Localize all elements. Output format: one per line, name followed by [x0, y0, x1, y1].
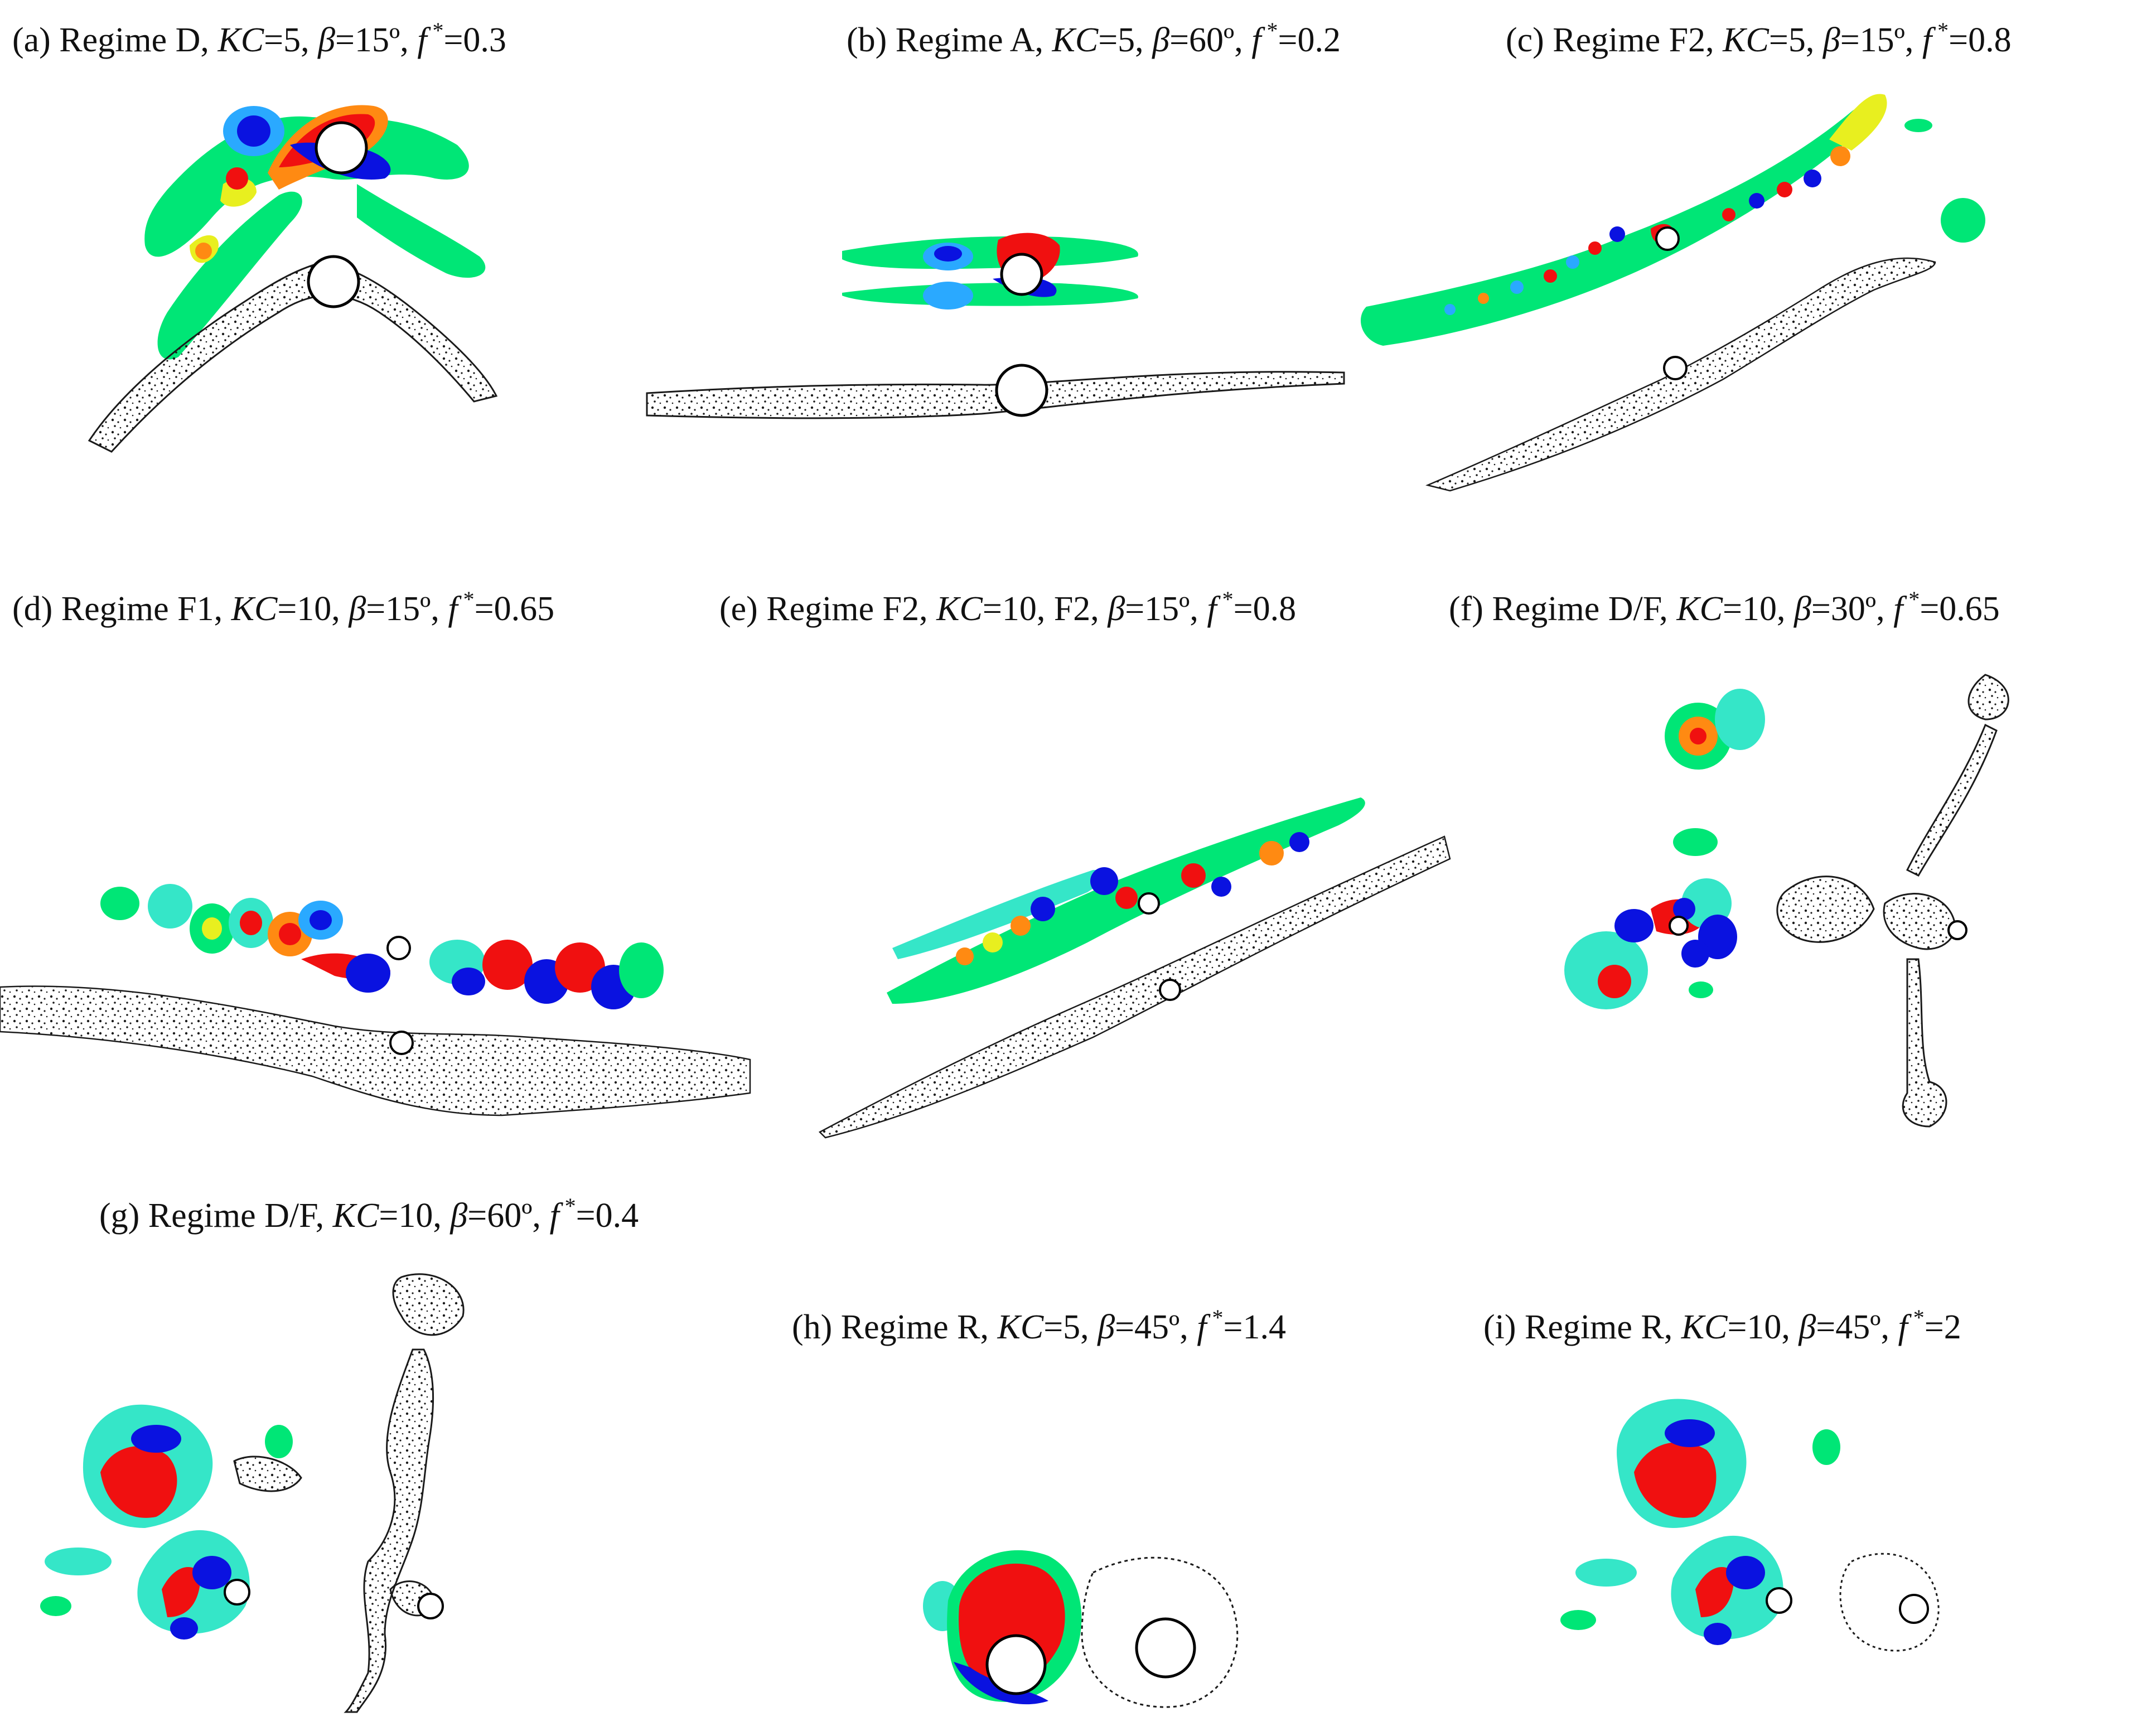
vorticity-contour-i — [1560, 1399, 1840, 1645]
cylinder-f-contour — [1669, 916, 1689, 936]
vorticity-contour-h — [923, 1550, 1082, 1705]
caption-g: (g) Regime D/F, KC=10, β=60º, f *=0.4 — [99, 1193, 639, 1235]
cylinder-g-streak — [417, 1593, 444, 1619]
panel-h: (h) Regime R, KC=5, β=45º, f *=1.4 — [792, 1305, 1286, 1708]
vorticity-contour-b — [842, 233, 1138, 310]
vorticity-contour-c — [1361, 94, 1985, 346]
cylinder-d-streak — [389, 1031, 414, 1055]
streakline-h — [1081, 1556, 1239, 1708]
panel-d: (d) Regime F1, KC=10, β=15º, f *=0.65 — [0, 587, 751, 1116]
vorticity-contour-d — [100, 884, 664, 1009]
streakline-f — [1776, 674, 2009, 1128]
caption-e: (e) Regime F2, KC=10, F2, β=15º, f *=0.8 — [719, 587, 1296, 628]
vorticity-contour-g — [40, 1404, 293, 1640]
cylinder-c-streak — [1663, 356, 1688, 380]
caption-b: (b) Regime A, KC=5, β=60º, f *=0.2 — [847, 18, 1341, 59]
vorticity-contour-a — [144, 105, 486, 360]
caption-i: (i) Regime R, KC=10, β=45º, f *=2 — [1483, 1305, 1961, 1346]
panel-b: (b) Regime A, KC=5, β=60º, f *=0.2 — [646, 18, 1345, 419]
caption-h: (h) Regime R, KC=5, β=45º, f *=1.4 — [792, 1305, 1286, 1346]
cylinder-f-streak — [1947, 920, 1967, 940]
cylinder-c-contour — [1655, 226, 1680, 251]
panel-i: (i) Regime R, KC=10, β=45º, f *=2 — [1483, 1305, 1961, 1652]
streakline-i — [1839, 1553, 1940, 1652]
cylinder-i-contour — [1766, 1587, 1792, 1614]
cylinder-g-contour — [224, 1579, 250, 1606]
cylinder-d-contour — [386, 936, 411, 960]
caption-a: (a) Regime D, KC=5, β=15º, f *=0.3 — [12, 18, 506, 59]
vorticity-contour-f — [1564, 689, 1765, 1009]
caption-c: (c) Regime F2, KC=5, β=15º, f *=0.8 — [1506, 18, 2012, 59]
panel-f: (f) Regime D/F, KC=10, β=30º, f *=0.65 — [1449, 587, 2009, 1128]
panel-c: (c) Regime F2, KC=5, β=15º, f *=0.8 — [1361, 18, 2012, 492]
cylinder-e-contour — [1138, 892, 1160, 915]
streakline-b — [646, 364, 1345, 419]
cylinder-h-streak — [1135, 1617, 1196, 1679]
panel-e: (e) Regime F2, KC=10, F2, β=15º, f *=0.8 — [719, 587, 1451, 1139]
cylinder-b-streak — [995, 364, 1048, 417]
vorticity-contour-e — [887, 797, 1365, 1004]
cylinder-i-streak — [1899, 1594, 1929, 1624]
caption-d: (d) Regime F1, KC=10, β=15º, f *=0.65 — [12, 587, 554, 628]
caption-f: (f) Regime D/F, KC=10, β=30º, f *=0.65 — [1449, 587, 2000, 628]
cylinder-h-contour — [985, 1634, 1047, 1695]
streakline-g — [233, 1273, 465, 1713]
cylinder-a-streak — [307, 255, 360, 308]
streakline-a — [88, 255, 498, 453]
cylinder-a-contour — [315, 121, 368, 175]
panel-g: (g) Regime D/F, KC=10, β=60º, f *=0.4 — [40, 1193, 639, 1713]
cylinder-b-contour — [1000, 253, 1043, 296]
panel-a: (a) Regime D, KC=5, β=15º, f *=0.3 — [12, 18, 506, 453]
streakline-e — [818, 835, 1451, 1139]
streakline-d — [0, 985, 751, 1116]
streakline-c — [1425, 257, 1936, 492]
cylinder-e-streak — [1159, 979, 1181, 1001]
